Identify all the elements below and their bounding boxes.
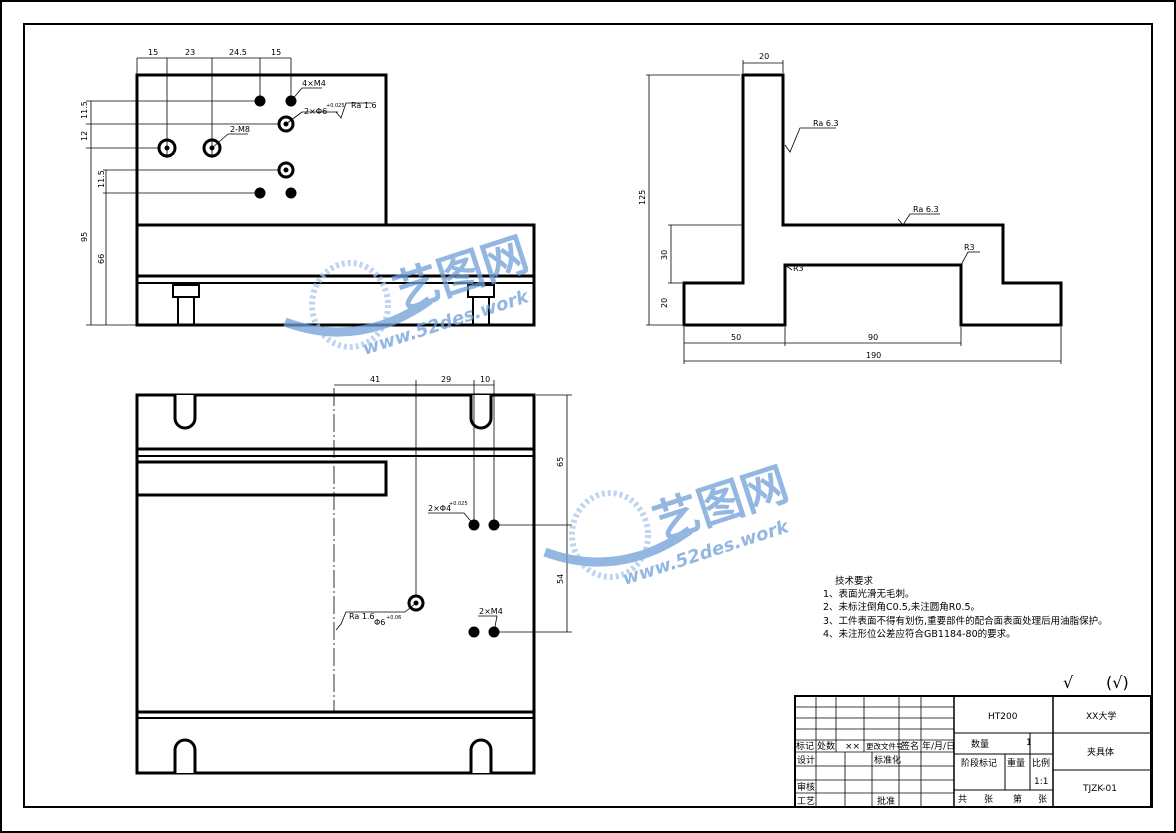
callout-ra-6-3: Ra 6.3	[913, 205, 939, 214]
dim-30: 30	[660, 250, 669, 260]
approve-label: 批准	[877, 795, 895, 807]
drawing-border	[23, 23, 1153, 808]
hole-m4	[254, 187, 266, 199]
review-label: 审核	[797, 781, 815, 793]
standardize-label: 标准化	[874, 754, 901, 766]
rev-doc: 更改文件号	[866, 741, 904, 751]
tol-2xphi6: +0.025	[326, 103, 345, 109]
tech-requirement-item: 4、未注形位公差应符合GB1184-80的要求。	[823, 628, 1016, 640]
sheet-label: 第	[1013, 793, 1022, 805]
dim-29: 29	[441, 375, 451, 384]
scale-value: 1:1	[1034, 777, 1048, 787]
dim-20: 20	[660, 298, 669, 308]
watermark-globe	[569, 490, 651, 580]
qty-label: 数量	[971, 738, 989, 750]
callout-ra-1-6: Ra 1.6	[351, 101, 377, 110]
tech-requirement-item: 1、表面光滑无毛刺。	[823, 588, 915, 600]
hole-m4	[468, 626, 480, 638]
dim-10: 10	[480, 375, 490, 384]
rev-mark: 标记	[796, 740, 814, 752]
dim-15: 15	[271, 48, 281, 57]
callout-2xphi4: 2×Φ4	[428, 504, 451, 513]
front-slot-left	[172, 284, 200, 298]
dim-23: 23	[185, 48, 195, 57]
tech-requirements-title: 技术要求	[835, 575, 874, 587]
title-block-text: HT200 XX大学 夹具体 TJZK-01 数量 1 阶段标记 重量 比例 1…	[796, 710, 1117, 807]
tol-phi6: +0.06	[386, 615, 401, 621]
dim-90: 90	[868, 333, 878, 342]
dim-11-5: 11.5	[97, 170, 106, 188]
tol-2xphi4: +0.025	[449, 501, 468, 507]
side-view	[646, 60, 1063, 364]
dim-190: 190	[866, 351, 881, 360]
callout-2m8: 2-M8	[230, 125, 250, 134]
dim-50: 50	[731, 333, 741, 342]
front-view-dimensions: 15 23 24.5 15 11.5 12 11.5 95 66 4×M4 Ra…	[80, 48, 377, 264]
drawing-number: TJZK-01	[1082, 784, 1117, 794]
callout-ra-1-6: Ra 1.6	[349, 612, 375, 621]
weight-label: 重量	[1007, 757, 1025, 769]
side-view-dimensions: 20 125 30 20 50 90 190 Ra 6.3 Ra 6.3 R3 …	[638, 52, 975, 360]
callout-2xphi6: 2×Φ6	[304, 107, 327, 116]
u-slot	[173, 395, 197, 430]
dim-12: 12	[80, 131, 89, 141]
side-profile	[682, 73, 1063, 327]
dim-66: 66	[97, 254, 106, 264]
dim-125: 125	[638, 190, 647, 205]
tech-requirements: 技术要求 1、表面光滑无毛刺。 2、未标注倒角C0.5,未注圆角R0.5。 3、…	[823, 575, 1108, 640]
callout-phi6: Φ6	[374, 618, 385, 627]
callout-2xm4: 2×M4	[479, 607, 503, 616]
school: XX大学	[1086, 710, 1116, 722]
part-name: 夹具体	[1087, 746, 1114, 758]
top-outline	[135, 393, 536, 775]
title-block	[794, 695, 1152, 808]
rev-date: 年/月/日	[922, 740, 955, 752]
rev-xx: ××	[845, 742, 860, 752]
roughness-mark: √	[1063, 673, 1074, 692]
dim-20-top: 20	[759, 52, 769, 61]
dim-11-5: 11.5	[80, 101, 89, 119]
scale-label: 比例	[1032, 757, 1050, 769]
total-sheets-label: 共	[958, 794, 967, 805]
material: HT200	[988, 712, 1018, 722]
sheet-unit: 张	[984, 794, 993, 805]
sheet-unit: 张	[1038, 794, 1047, 805]
tech-requirement-item: 2、未标注倒角C0.5,未注圆角R0.5。	[823, 601, 980, 613]
dim-95: 95	[80, 232, 89, 242]
u-slot	[469, 738, 493, 773]
stage-label: 阶段标记	[961, 757, 997, 769]
callout-4xm4: 4×M4	[302, 79, 326, 88]
top-view-dimensions: 41 29 10 65 54 2×Φ4 +0.025 Ra 1.6 Φ6 +0.…	[349, 375, 565, 627]
callout-ra-6-3: Ra 6.3	[813, 119, 839, 128]
hole-phi4	[488, 519, 500, 531]
process-label: 工艺	[797, 796, 815, 807]
callout-r3: R3	[964, 243, 975, 252]
top-view	[135, 380, 572, 775]
rev-sign: 签名	[901, 740, 919, 752]
dim-41: 41	[370, 375, 380, 384]
top-plate-edge	[137, 460, 388, 497]
dim-54: 54	[556, 574, 565, 584]
u-slot	[173, 738, 197, 773]
design-label: 设计	[797, 754, 815, 766]
dim-15: 15	[148, 48, 158, 57]
roughness-other: (√)	[1106, 673, 1129, 692]
tech-requirement-item: 3、工件表面不得有划伤,重要部件的配合面表面处理后用油脂保护。	[823, 615, 1108, 627]
watermark: 艺图网 www.52des.work	[543, 456, 795, 590]
front-view	[86, 57, 536, 327]
qty-value: 1	[1026, 738, 1032, 748]
hole-m4	[254, 95, 266, 107]
dim-65: 65	[556, 457, 565, 467]
rev-count: 处数	[817, 740, 835, 752]
dim-24-5: 24.5	[229, 48, 247, 57]
hole-m4	[285, 187, 297, 199]
u-slot	[469, 395, 493, 430]
watermark: 艺图网 www.52des.work	[283, 226, 535, 360]
watermark-globe	[309, 260, 391, 350]
callout-r3: R3	[793, 264, 804, 273]
